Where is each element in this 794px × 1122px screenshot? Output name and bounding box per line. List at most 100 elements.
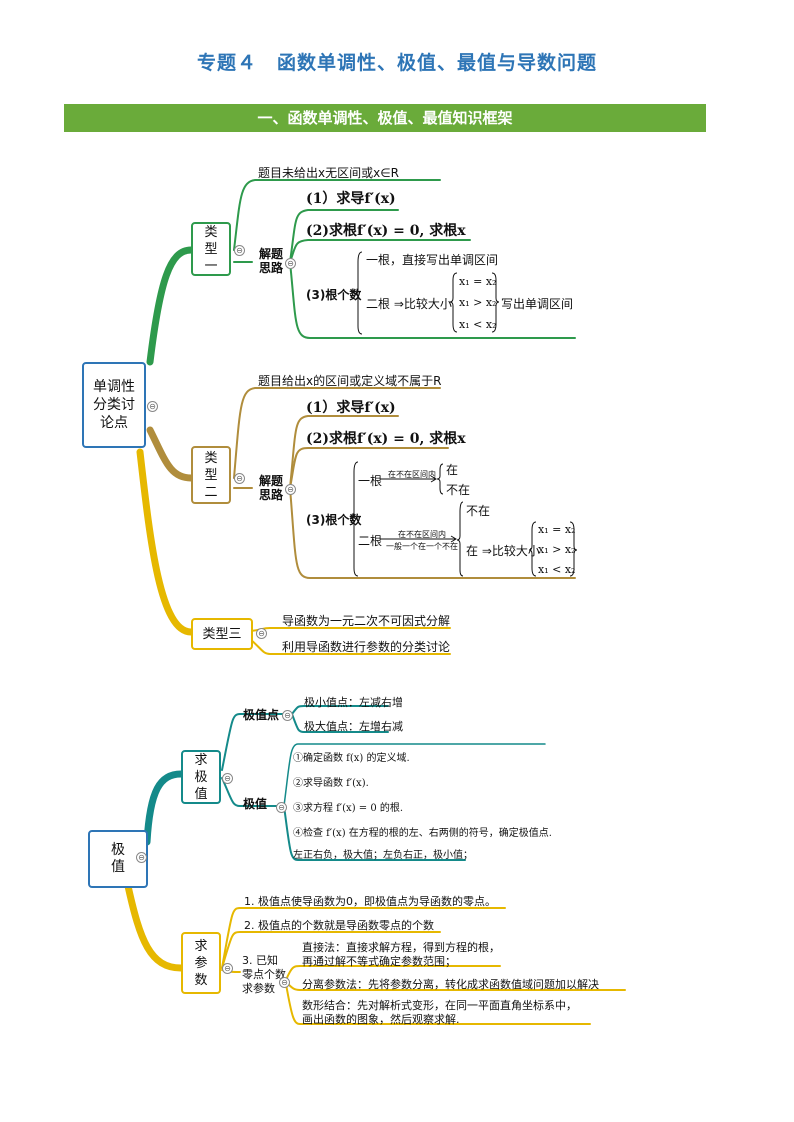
type1-one-root: 一根，直接写出单调区间: [366, 253, 499, 267]
branch-i3-m1: [285, 965, 501, 981]
collapse-icon[interactable]: ⊖: [285, 484, 296, 495]
value-step4: ④检查 f′(x) 在方程的根的左、右两侧的符号，确定极值点.: [293, 828, 552, 839]
extremum-point-label: 极值点: [243, 708, 280, 722]
value-step5: 左正右负，极大值；左负右正，极小值；: [293, 850, 473, 861]
collapse-icon[interactable]: ⊖: [222, 773, 233, 784]
type2-node[interactable]: 类型二: [191, 446, 231, 504]
type2-one-not-in: 不在: [446, 483, 471, 497]
root2-label: 极值: [111, 842, 125, 875]
type2-two-root: 二根: [358, 534, 383, 548]
branch-point-max: [291, 713, 389, 733]
type2-label: 类型二: [204, 450, 218, 500]
branch-i3-m3: [285, 983, 591, 1025]
extremum-value-label: 极值: [243, 797, 268, 811]
type2-cmp-gt: x₁ > x₂: [538, 543, 576, 556]
method3-line1: 数形结合：先对解析式变形，在同一平面直角坐标系中，: [302, 999, 577, 1012]
value-step1: ①确定函数 f(x) 的定义域.: [293, 753, 410, 764]
branch-type2-cond: [233, 387, 441, 479]
root-node-monotonicity[interactable]: 单调性分类讨论点: [82, 362, 146, 448]
param-item3: 3. 已知零点个数求参数: [242, 954, 286, 995]
type1-cmp-lt: x₁ < x₂: [459, 318, 497, 331]
collapse-icon[interactable]: ⊖: [276, 802, 287, 813]
find-parameter-label: 求参数: [194, 938, 208, 988]
type2-one-root: 一根: [358, 474, 383, 488]
branch-steps2-s1: [289, 415, 399, 489]
brace-type2-roots: [349, 461, 359, 577]
branch-type1-cond: [233, 179, 441, 251]
type2-one-arrow-label: 在不在区间内: [388, 470, 436, 479]
root-node-label: 单调性分类讨论点: [93, 379, 135, 431]
collapse-icon[interactable]: ⊖: [147, 401, 158, 412]
brace-type2-cmp-left: [528, 521, 537, 577]
collapse-icon[interactable]: ⊖: [282, 710, 293, 721]
type1-two-root: 二根 ⇒比较大小: [366, 297, 452, 311]
branch-steps1-s1: [289, 209, 399, 263]
type3-label: 类型三: [202, 626, 242, 642]
branch-find-point: [221, 713, 291, 771]
branch-steps1-s3: [289, 261, 576, 339]
type2-two-arrow-top: 在不在区间内: [398, 530, 446, 539]
branch-value-tail: [283, 805, 466, 861]
branch-value-steps: [283, 743, 546, 807]
collapse-icon[interactable]: ⊖: [279, 977, 290, 988]
collapse-icon[interactable]: ⊖: [136, 852, 147, 863]
value-step2: ②求导函数 f′(x).: [293, 778, 369, 789]
value-step3: ③求方程 f′(x) = 0 的根.: [293, 803, 404, 814]
type1-steps-label: 解题思路: [258, 247, 283, 275]
branch-steps1-s2: [289, 239, 471, 263]
method1-line2: 再通过解不等式确定参数范围；: [302, 955, 456, 968]
param-item2: 2. 极值点的个数就是导函数零点的个数: [244, 919, 434, 932]
brace-type2-two: [456, 501, 464, 577]
arrow-one-root: [380, 475, 437, 483]
method2: 分离参数法：先将参数分离，转化成求函数值域问题加以解决: [302, 978, 599, 991]
brace-type1-cmp-right: [491, 272, 500, 333]
section-banner: 一、函数单调性、极值、最值知识框架: [64, 104, 706, 132]
collapse-icon[interactable]: ⊖: [256, 628, 267, 639]
branch-root-type2: [146, 426, 195, 482]
collapse-icon[interactable]: ⊖: [285, 258, 296, 269]
type1-step3: (3)根个数: [306, 288, 362, 302]
type2-step3: (3)根个数: [306, 513, 362, 527]
branch-root-type3: [136, 448, 195, 636]
type1-step1: (1）求导f′(x): [306, 191, 396, 207]
branch-point-min: [291, 705, 389, 715]
brace-type1-roots: [353, 251, 363, 335]
type1-node[interactable]: 类型一: [191, 222, 231, 276]
method1-line1: 直接法：直接求解方程，得到方程的根，: [302, 941, 500, 954]
method3-line2: 画出函数的图象，然后观察求解.: [302, 1013, 460, 1026]
min-point-rule: 极小值点：左减右增: [304, 696, 403, 709]
branch-param-i2: [221, 931, 441, 969]
type3-item2: 利用导函数进行参数的分类讨论: [282, 640, 451, 654]
type1-label: 类型一: [204, 224, 218, 274]
type3-node[interactable]: 类型三: [191, 618, 253, 650]
find-extremum-node[interactable]: 求极值: [181, 750, 221, 804]
arrow-two-root: [380, 535, 457, 543]
branch-steps2-s3: [289, 487, 576, 579]
collapse-icon[interactable]: ⊖: [234, 245, 245, 256]
find-parameter-node[interactable]: 求参数: [181, 932, 221, 994]
brace-type2-cmp-right: [569, 521, 578, 577]
collapse-icon[interactable]: ⊖: [234, 473, 245, 484]
find-extremum-label: 求极值: [194, 752, 208, 802]
max-point-rule: 极大值点：左增右减: [304, 720, 403, 733]
type1-step2: (2)求根f′(x) = 0, 求根x: [306, 223, 466, 239]
type1-cmp-eq: x₁ = x₂: [459, 275, 497, 288]
branch-steps2-s2: [289, 447, 449, 489]
page-title: 专题４ 函数单调性、极值、最值与导数问题: [196, 52, 597, 74]
type2-one-in: 在: [446, 463, 459, 477]
type2-condition: 题目给出x的区间或定义域不属于R: [258, 374, 442, 388]
type2-two-arrow-bottom: 一般一个在一个不在: [386, 542, 458, 551]
branch-root-type1: [146, 246, 195, 366]
type1-cmp-gt: x₁ > x₂: [459, 296, 497, 309]
param-item1: 1. 极值点使导函数为0，即极值点为导函数的零点。: [244, 895, 496, 908]
collapse-icon[interactable]: ⊖: [222, 963, 233, 974]
type2-two-not-in: 不在: [466, 504, 491, 518]
branch-find-value: [221, 777, 283, 807]
type1-condition: 题目未给出x无区间或x∈R: [258, 166, 399, 180]
type2-steps-label: 解题思路: [258, 474, 283, 502]
type1-write-intervals: 写出单调区间: [501, 297, 574, 311]
branch-root2-find: [143, 770, 185, 846]
brace-type1-cmp-left: [449, 272, 458, 333]
type2-two-in: 在 ⇒比较大小: [466, 544, 540, 558]
